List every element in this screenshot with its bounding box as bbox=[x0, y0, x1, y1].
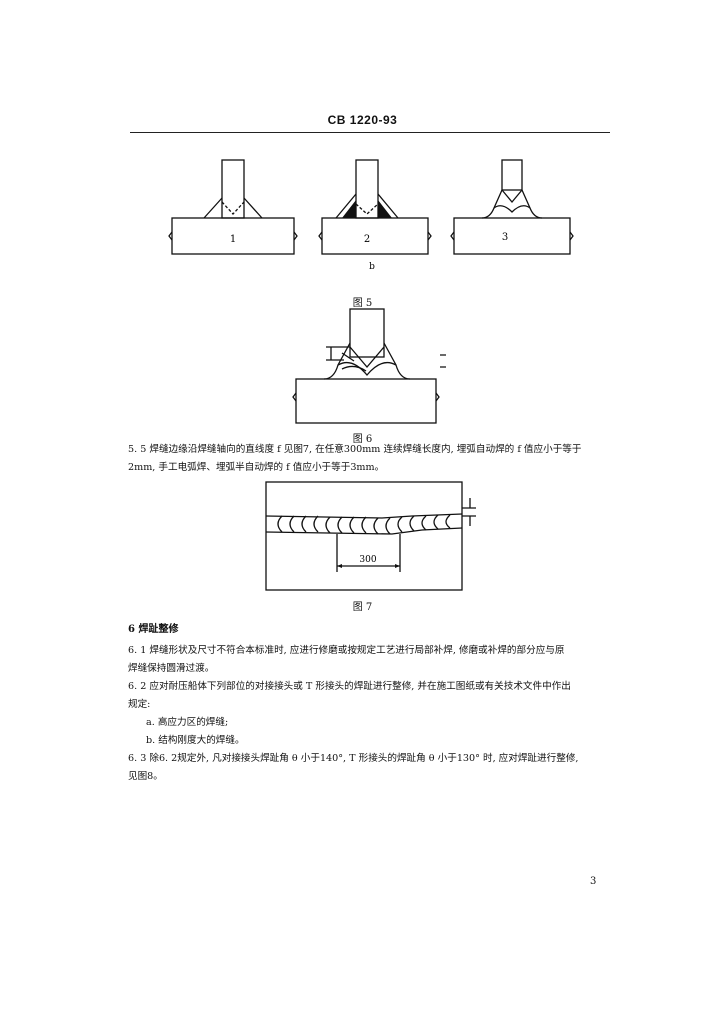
section-6-2-item-b: b. 结构刚度大的焊缝。 bbox=[146, 735, 245, 746]
section-6-2-line-2: 规定: bbox=[128, 699, 151, 710]
header-rule bbox=[130, 132, 610, 133]
figure-6-caption: 图 6 bbox=[352, 434, 373, 445]
fillet-joint-2 bbox=[318, 159, 432, 255]
figure-7-caption: 图 7 bbox=[352, 602, 373, 613]
section-5-5-line-2: 2mm, 手工电弧焊、埋弧半自动焊的 f 值应小于等于3mm。 bbox=[128, 462, 385, 473]
figure-5-label-2: 2 bbox=[364, 234, 370, 245]
page-number: 3 bbox=[590, 876, 597, 887]
fillet-joint-3 bbox=[450, 159, 574, 255]
section-6-3-line-2: 见图8。 bbox=[128, 771, 163, 782]
section-6-1-line-1: 6. 1 焊缝形状及尺寸不符合本标准时, 应进行修磨或按规定工艺进行局部补焊, … bbox=[128, 645, 565, 656]
section-5-5-paragraph: 5. 5 焊缝边缘沿焊缝轴向的直线度 f 见图7, 在任意300mm 连续焊缝长… bbox=[128, 441, 618, 477]
figure-5-caption: 图 5 bbox=[352, 298, 373, 309]
section-6-heading: 6 焊趾整修 bbox=[128, 624, 179, 635]
section-6-body: 6. 1 焊缝形状及尺寸不符合本标准时, 应进行修磨或按规定工艺进行局部补焊, … bbox=[128, 642, 618, 786]
figure-5-label-1: 1 bbox=[230, 234, 236, 245]
figure-5-sublabel: b bbox=[369, 262, 375, 272]
section-5-5-line-1: 5. 5 焊缝边缘沿焊缝轴向的直线度 f 见图7, 在任意300mm 连续焊缝长… bbox=[128, 444, 582, 455]
figure-5-label-3: 3 bbox=[502, 232, 508, 243]
section-6-1-line-2: 焊缝保持圆滑过渡。 bbox=[128, 663, 215, 674]
figure-7-drawing: 300 bbox=[265, 481, 476, 591]
section-6-3-line-1: 6. 3 除6. 2规定外, 凡对接接头焊趾角 θ 小于140°, T 形接头的… bbox=[128, 753, 579, 764]
fillet-joint-1 bbox=[168, 159, 298, 255]
figure-5-drawing: 1 2 3 b bbox=[168, 159, 574, 272]
standard-code-header: CB 1220-93 bbox=[327, 113, 398, 127]
figure-6-drawing bbox=[292, 308, 446, 424]
figure-7-dimension: 300 bbox=[359, 555, 376, 565]
section-6-2-item-a: a. 高应力区的焊缝; bbox=[146, 717, 229, 728]
section-6-2-line-1: 6. 2 应对耐压船体下列部位的对接接头或 T 形接头的焊趾进行整修, 并在施工… bbox=[128, 681, 571, 692]
